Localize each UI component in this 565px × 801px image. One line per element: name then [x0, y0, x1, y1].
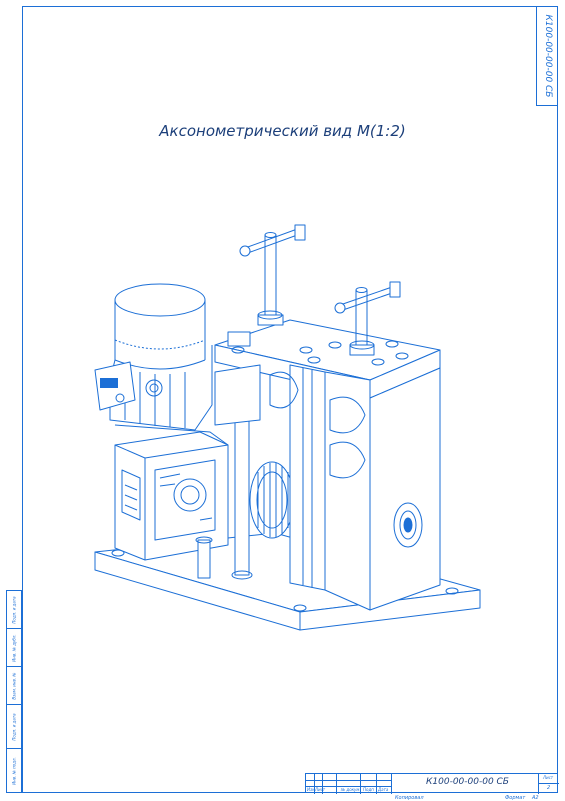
stamp-line: [376, 774, 377, 794]
col-head-doc: № докум.: [341, 787, 361, 792]
side-cell: Подп. и дата: [7, 705, 21, 749]
side-cell: Подп. и дата: [7, 591, 21, 629]
designation: К100-00-00-00 СБ: [426, 777, 509, 787]
stamp-line: [391, 774, 392, 794]
format-value: А2: [532, 795, 539, 801]
drawing-frame: [22, 6, 558, 793]
coupling: [249, 461, 295, 539]
side-cell: Взам. инв. №: [7, 667, 21, 705]
adjusting-screw-left: [239, 224, 306, 326]
gearbox: [114, 431, 229, 561]
side-cell: Инв. № дубл.: [7, 629, 21, 667]
stamp-line: [538, 783, 559, 784]
title-block: Изм Лист № докум. Подп Дата К100-00-00-0…: [305, 773, 559, 794]
col-head-izm: Изм: [307, 787, 316, 792]
adjusting-screw-right: [334, 281, 401, 356]
stamp-line: [306, 786, 391, 787]
stamp-line: [336, 774, 337, 794]
electric-motor: [94, 283, 229, 446]
stamp-line: [306, 780, 391, 781]
format-label: Формат: [505, 795, 526, 801]
top-code-box: К100-00-00-00 СБ: [536, 6, 558, 106]
side-stamp-strip: Подп. и дата Инв. № дубл. Взам. инв. № П…: [6, 590, 22, 793]
col-head-list: Лист: [315, 787, 326, 792]
roller-housing: [214, 319, 441, 611]
stamp-line: [314, 774, 315, 794]
col-head-date: Дата: [378, 787, 389, 792]
stamp-line: [322, 774, 323, 794]
col-head-sign: Подп: [363, 787, 374, 792]
sheet-label: Лист: [543, 775, 554, 780]
copied-label: Копировал: [395, 795, 424, 801]
view-title: Аксонометрический вид М(1:2): [159, 122, 406, 140]
sheet-number: 2: [547, 785, 551, 791]
stamp-line: [360, 774, 361, 794]
stamp-line: [538, 774, 539, 794]
